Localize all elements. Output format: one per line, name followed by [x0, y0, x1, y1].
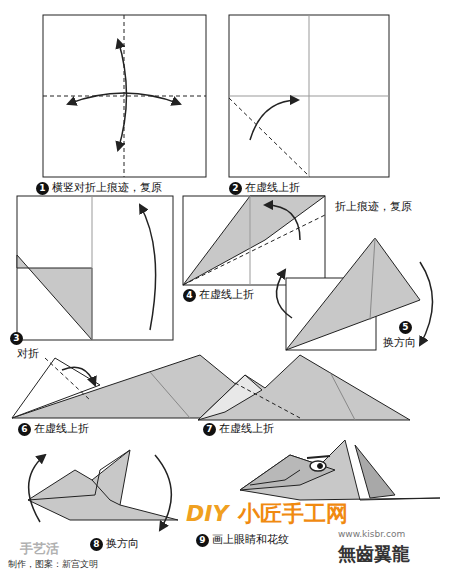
callout-number: 5	[399, 321, 412, 334]
step-note: 横竖对折上痕迹，复原	[52, 181, 162, 195]
callout-number: 1	[36, 182, 49, 195]
callout-number: 9	[196, 534, 209, 547]
watermark: 手艺活	[20, 542, 59, 556]
step-note: 画上眼睛和花纹	[212, 533, 289, 547]
step-note: 折上痕迹，复原	[335, 200, 412, 214]
step-note: 在虚线上折	[34, 422, 89, 436]
step-note: 换方向	[106, 537, 139, 551]
callout-number: 4	[183, 289, 196, 302]
callout-number: 7	[203, 423, 216, 436]
step-note: 换方向	[383, 336, 416, 350]
watermark: www.kisbr.com	[338, 527, 405, 541]
step-note: 对折	[17, 347, 39, 361]
callout-number: 8	[90, 538, 103, 551]
callout-number: 3	[10, 332, 23, 345]
watermark: 小匠手工网	[238, 501, 348, 527]
model-title: 無齒翼龍	[338, 543, 410, 565]
step-note: 在虚线上折	[245, 181, 300, 195]
step-note: 在虚线上折	[199, 288, 254, 302]
callout-number: 6	[18, 423, 31, 436]
credit-text: 制作，图案：新宫文明	[8, 557, 98, 571]
step-note: 在虚线上折	[219, 422, 274, 436]
callout-number: 2	[229, 182, 242, 195]
watermark: DIY	[186, 501, 228, 527]
